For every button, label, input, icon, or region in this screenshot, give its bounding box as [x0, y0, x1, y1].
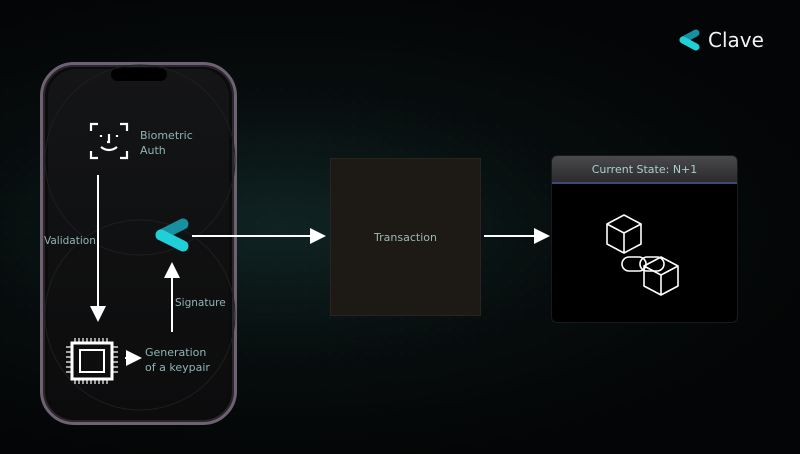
transaction-label: Transaction	[374, 230, 437, 244]
clave-phone-logo-icon	[155, 218, 189, 252]
dynamic-island	[111, 68, 167, 81]
validation-label: Validation	[44, 235, 96, 247]
clave-logo-icon	[679, 29, 700, 51]
state-header: Current State: N+1	[552, 156, 737, 184]
face-id-icon	[89, 122, 129, 160]
transaction-box: Transaction	[330, 158, 481, 316]
clave-brand: Clave	[676, 28, 764, 52]
signature-label: Signature	[175, 297, 226, 309]
brand-name: Clave	[708, 28, 764, 52]
chip-icon	[66, 338, 118, 384]
current-state-card: Current State: N+1	[551, 155, 738, 323]
blockchain-icon	[606, 214, 679, 296]
